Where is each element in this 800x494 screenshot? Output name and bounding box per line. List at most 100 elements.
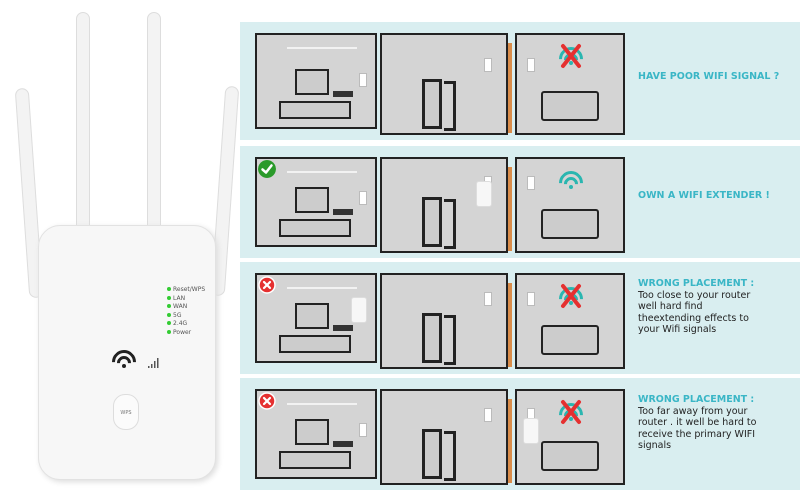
led-label: 5G [173, 311, 182, 319]
living-room [255, 33, 377, 129]
router-icon [333, 325, 353, 331]
outlet-icon [527, 58, 535, 72]
wifi-logo-icon [107, 345, 141, 379]
outlet-icon [359, 73, 367, 87]
outlet-icon [359, 423, 367, 437]
wifi-icon [554, 42, 588, 76]
door-frame [444, 315, 456, 365]
hallway [380, 33, 508, 135]
outlet-icon [359, 191, 367, 205]
bed-icon [541, 441, 599, 471]
door-frame [444, 81, 456, 131]
router-icon [333, 209, 353, 215]
led-dot-icon [167, 321, 171, 325]
extender-icon [523, 418, 539, 444]
row-caption: HAVE POOR WIFI SIGNAL ? [638, 71, 798, 83]
living-room [255, 389, 377, 479]
tv-icon [295, 303, 329, 329]
x-circle-icon [258, 392, 276, 410]
door-icon [422, 197, 442, 247]
bedroom [515, 33, 625, 135]
row-caption: WRONG PLACEMENT : Too far away from your… [638, 394, 798, 452]
red-x-icon [561, 400, 581, 424]
led-label: Power [173, 328, 192, 336]
door-icon [422, 313, 442, 363]
tv-cabinet-icon [279, 335, 351, 353]
door-frame [444, 431, 456, 481]
outlet-icon [527, 292, 535, 306]
extender-icon [476, 181, 492, 207]
check-circle-icon [258, 160, 276, 178]
led-dot-icon [167, 312, 171, 317]
decor-line [287, 403, 357, 405]
router-icon [333, 91, 353, 97]
hallway [380, 157, 508, 253]
x-circle-icon [258, 276, 276, 294]
led-dot-icon [167, 295, 171, 300]
led-label: 2.4G [173, 320, 188, 327]
led-label: LAN [173, 294, 186, 302]
caption-heading: HAVE POOR WIFI SIGNAL ? [638, 71, 780, 82]
led-label: Reset/WPS [173, 286, 206, 293]
row-caption: WRONG PLACEMENT : Too close to your rout… [638, 278, 798, 336]
door-icon [422, 429, 442, 479]
tv-icon [295, 419, 329, 445]
bedroom [515, 273, 625, 369]
wps-button[interactable]: WPS [113, 394, 139, 430]
bedroom [515, 157, 625, 253]
caption-heading: WRONG PLACEMENT : [638, 278, 755, 289]
extender-icon [351, 297, 367, 323]
decor-line [287, 287, 357, 289]
tv-icon [295, 187, 329, 213]
door-edge [508, 167, 512, 251]
caption-heading: OWN A WIFI EXTENDER ! [638, 190, 770, 201]
outlet-icon [484, 292, 492, 306]
red-x-icon [561, 44, 581, 68]
led-indicator: 5G [167, 312, 205, 321]
tv-icon [295, 69, 329, 95]
outlet-icon [484, 58, 492, 72]
router-icon [333, 441, 353, 447]
bed-icon [541, 209, 599, 239]
led-indicator: Power [167, 329, 205, 338]
caption-body: Too far away from your router . it well … [638, 405, 757, 452]
tv-cabinet-icon [279, 101, 351, 119]
led-indicator: WAN [167, 303, 205, 312]
led-indicator: LAN [167, 295, 205, 304]
door-frame [444, 199, 456, 249]
bed-icon [541, 325, 599, 355]
led-indicator: Reset/WPS [167, 286, 205, 295]
wifi-icon [554, 398, 588, 432]
hallway [380, 273, 508, 369]
led-label: WAN [173, 303, 188, 310]
outlet-icon [527, 176, 535, 190]
hallway [380, 389, 508, 485]
led-indicator: 2.4G [167, 320, 205, 329]
tv-cabinet-icon [279, 219, 351, 237]
antenna [147, 12, 161, 242]
led-dot-icon [167, 287, 171, 291]
door-edge [508, 399, 512, 483]
door-edge [508, 283, 512, 367]
caption-heading: WRONG PLACEMENT : [638, 394, 755, 405]
row-caption: OWN A WIFI EXTENDER ! [638, 190, 798, 202]
device-body [38, 225, 216, 480]
bedroom [515, 389, 625, 485]
antenna [76, 12, 90, 242]
decor-line [287, 171, 357, 173]
wifi-icon [554, 282, 588, 316]
living-room [255, 273, 377, 363]
outlet-icon [484, 408, 492, 422]
door-icon [422, 79, 442, 129]
led-dot-icon [167, 304, 171, 308]
signal-bars-icon [148, 358, 159, 368]
decor-line [287, 47, 357, 49]
red-x-icon [561, 284, 581, 308]
bed-icon [541, 91, 599, 121]
caption-body: Too close to your router well hard find … [638, 289, 751, 336]
led-dot-icon [167, 329, 171, 334]
door-edge [508, 43, 512, 133]
tv-cabinet-icon [279, 451, 351, 469]
wifi-icon [554, 166, 588, 200]
